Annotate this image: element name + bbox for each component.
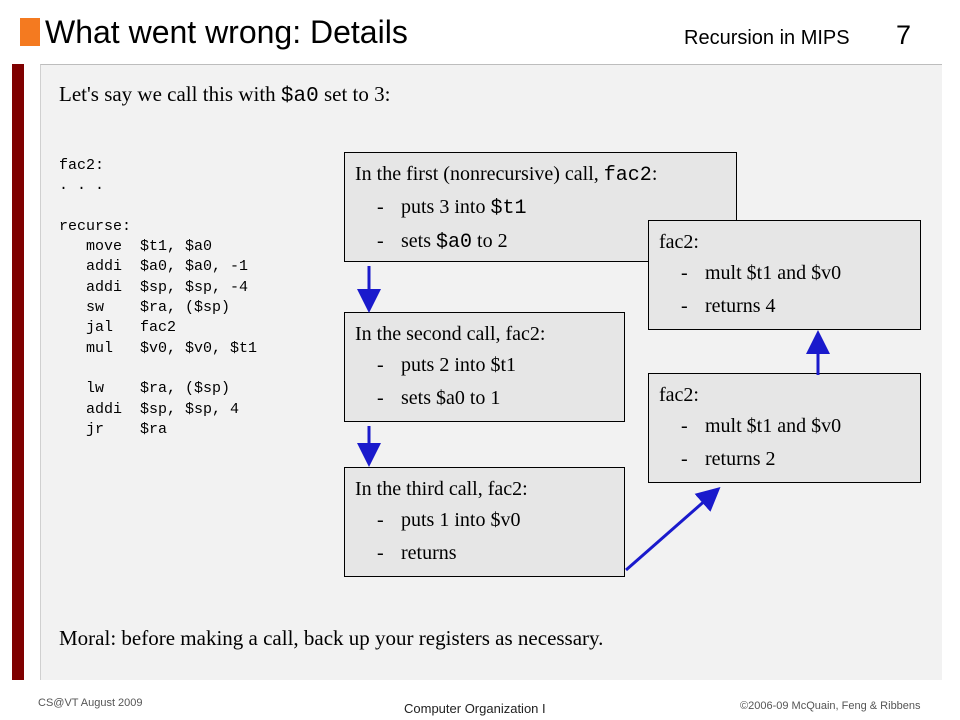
- item-text: mult $t1 and $v0: [705, 415, 842, 437]
- code-listing: fac2: . . . recurse: move $t1, $a0 addi …: [59, 157, 258, 438]
- bullet-dash: -: [681, 415, 688, 437]
- item-text: puts 1 into $v0: [401, 509, 521, 531]
- list-item: -puts 2 into $t1: [355, 349, 614, 382]
- list-item: -returns: [355, 537, 614, 570]
- list-item: -puts 1 into $v0: [355, 504, 614, 537]
- third-call-box: In the third call, fac2: -puts 1 into $v…: [344, 467, 625, 577]
- footer-course-name: Computer Organization I: [404, 701, 546, 716]
- box-heading: In the first (nonrecursive) call, fac2:: [355, 159, 726, 191]
- bullet-dash: -: [377, 542, 384, 564]
- list-item: -mult $t1 and $v0: [659, 257, 910, 290]
- intro-code: $a0: [280, 85, 319, 108]
- bullet-dash: -: [681, 295, 688, 317]
- item-text: returns 4: [705, 295, 776, 317]
- footer-copyright: ©2006-09 McQuain, Feng & Ribbens: [740, 700, 921, 712]
- box-heading: fac2:: [659, 231, 699, 253]
- box-heading: In the third call, fac2:: [355, 478, 528, 500]
- item-code: $a0: [436, 231, 473, 254]
- item-code: $t1: [490, 197, 527, 220]
- bullet-dash: -: [377, 196, 384, 218]
- slide-number: 7: [896, 20, 912, 50]
- list-item: -returns 2: [659, 443, 910, 476]
- box-heading: In the second call, fac2:: [355, 323, 546, 345]
- bullet-dash: -: [377, 354, 384, 376]
- list-item: -mult $t1 and $v0: [659, 410, 910, 443]
- footer-course-date: CS@VT August 2009: [38, 697, 143, 709]
- item-suffix: to 2: [472, 230, 508, 252]
- list-item: -sets $a0 to 1: [355, 382, 614, 415]
- list-item: -returns 4: [659, 290, 910, 323]
- intro-after: set to 3:: [318, 82, 391, 106]
- bullet-dash: -: [377, 509, 384, 531]
- return-top-box: fac2: -mult $t1 and $v0 -returns 4: [648, 220, 921, 330]
- list-item: -sets $a0 to 2: [355, 225, 726, 259]
- item-text: sets: [401, 230, 436, 252]
- left-accent-bar: [12, 64, 24, 680]
- item-text: puts 3 into: [401, 196, 491, 218]
- item-text: mult $t1 and $v0: [705, 262, 842, 284]
- item-text: sets $a0 to 1: [401, 387, 501, 409]
- second-call-box: In the second call, fac2: -puts 2 into $…: [344, 312, 625, 422]
- list-item: -puts 3 into $t1: [355, 191, 726, 225]
- intro-before: Let's say we call this with: [59, 82, 281, 106]
- title-accent-square: [20, 18, 40, 46]
- heading-code: fac2: [603, 164, 652, 187]
- intro-text: Let's say we call this with $a0 set to 3…: [59, 82, 390, 108]
- return-mid-box: fac2: -mult $t1 and $v0 -returns 2: [648, 373, 921, 483]
- slide-topic: Recursion in MIPS: [684, 27, 850, 49]
- bullet-dash: -: [681, 448, 688, 470]
- item-text: returns 2: [705, 448, 776, 470]
- item-text: returns: [401, 542, 457, 564]
- slide-title: What went wrong: Details: [45, 14, 408, 50]
- bullet-dash: -: [681, 262, 688, 284]
- heading-suffix: :: [651, 163, 658, 185]
- box-heading: fac2:: [659, 384, 699, 406]
- item-text: puts 2 into $t1: [401, 354, 517, 376]
- bullet-dash: -: [377, 387, 384, 409]
- bullet-dash: -: [377, 230, 384, 252]
- heading-text: In the first (nonrecursive) call,: [355, 163, 604, 185]
- moral-text: Moral: before making a call, back up you…: [59, 626, 604, 650]
